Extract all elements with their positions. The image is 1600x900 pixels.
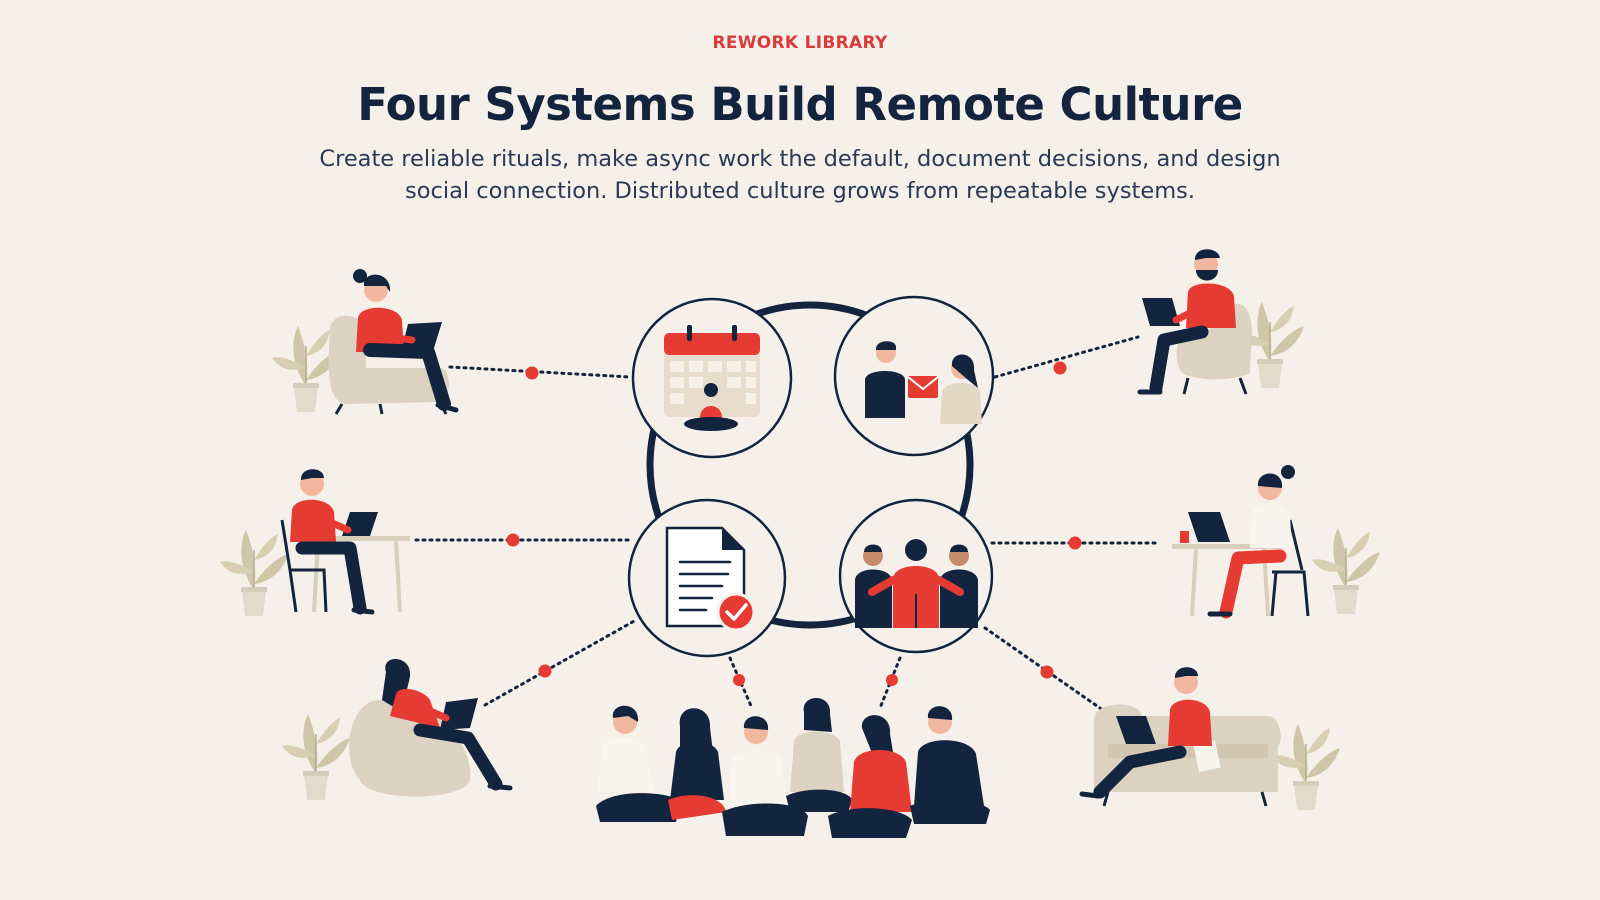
central-ring [646,301,974,629]
connection-node [838,498,994,654]
remote-worker-desk [219,469,410,617]
page-title: Four Systems Build Remote Culture [357,78,1243,131]
calendar-meditation-icon [664,325,760,431]
connector-dots [506,361,1082,686]
async-node [833,295,995,457]
remote-worker-table-right [1172,465,1381,619]
team-circle-group [596,698,990,838]
documentation-node [627,498,787,658]
eyebrow-label: REWORK LIBRARY [712,33,888,53]
remote-worker-armchair-right [1137,249,1305,395]
envelope-handoff-icon [865,341,982,424]
group-hug-icon [855,539,978,628]
remote-worker-armchair [271,269,459,415]
document-check-icon [665,526,756,632]
rituals-node [631,297,793,459]
page-subtitle: Create reliable rituals, make async work… [319,146,1281,204]
remote-worker-beanbag [281,658,513,801]
remote-worker-sofa [1079,667,1341,811]
